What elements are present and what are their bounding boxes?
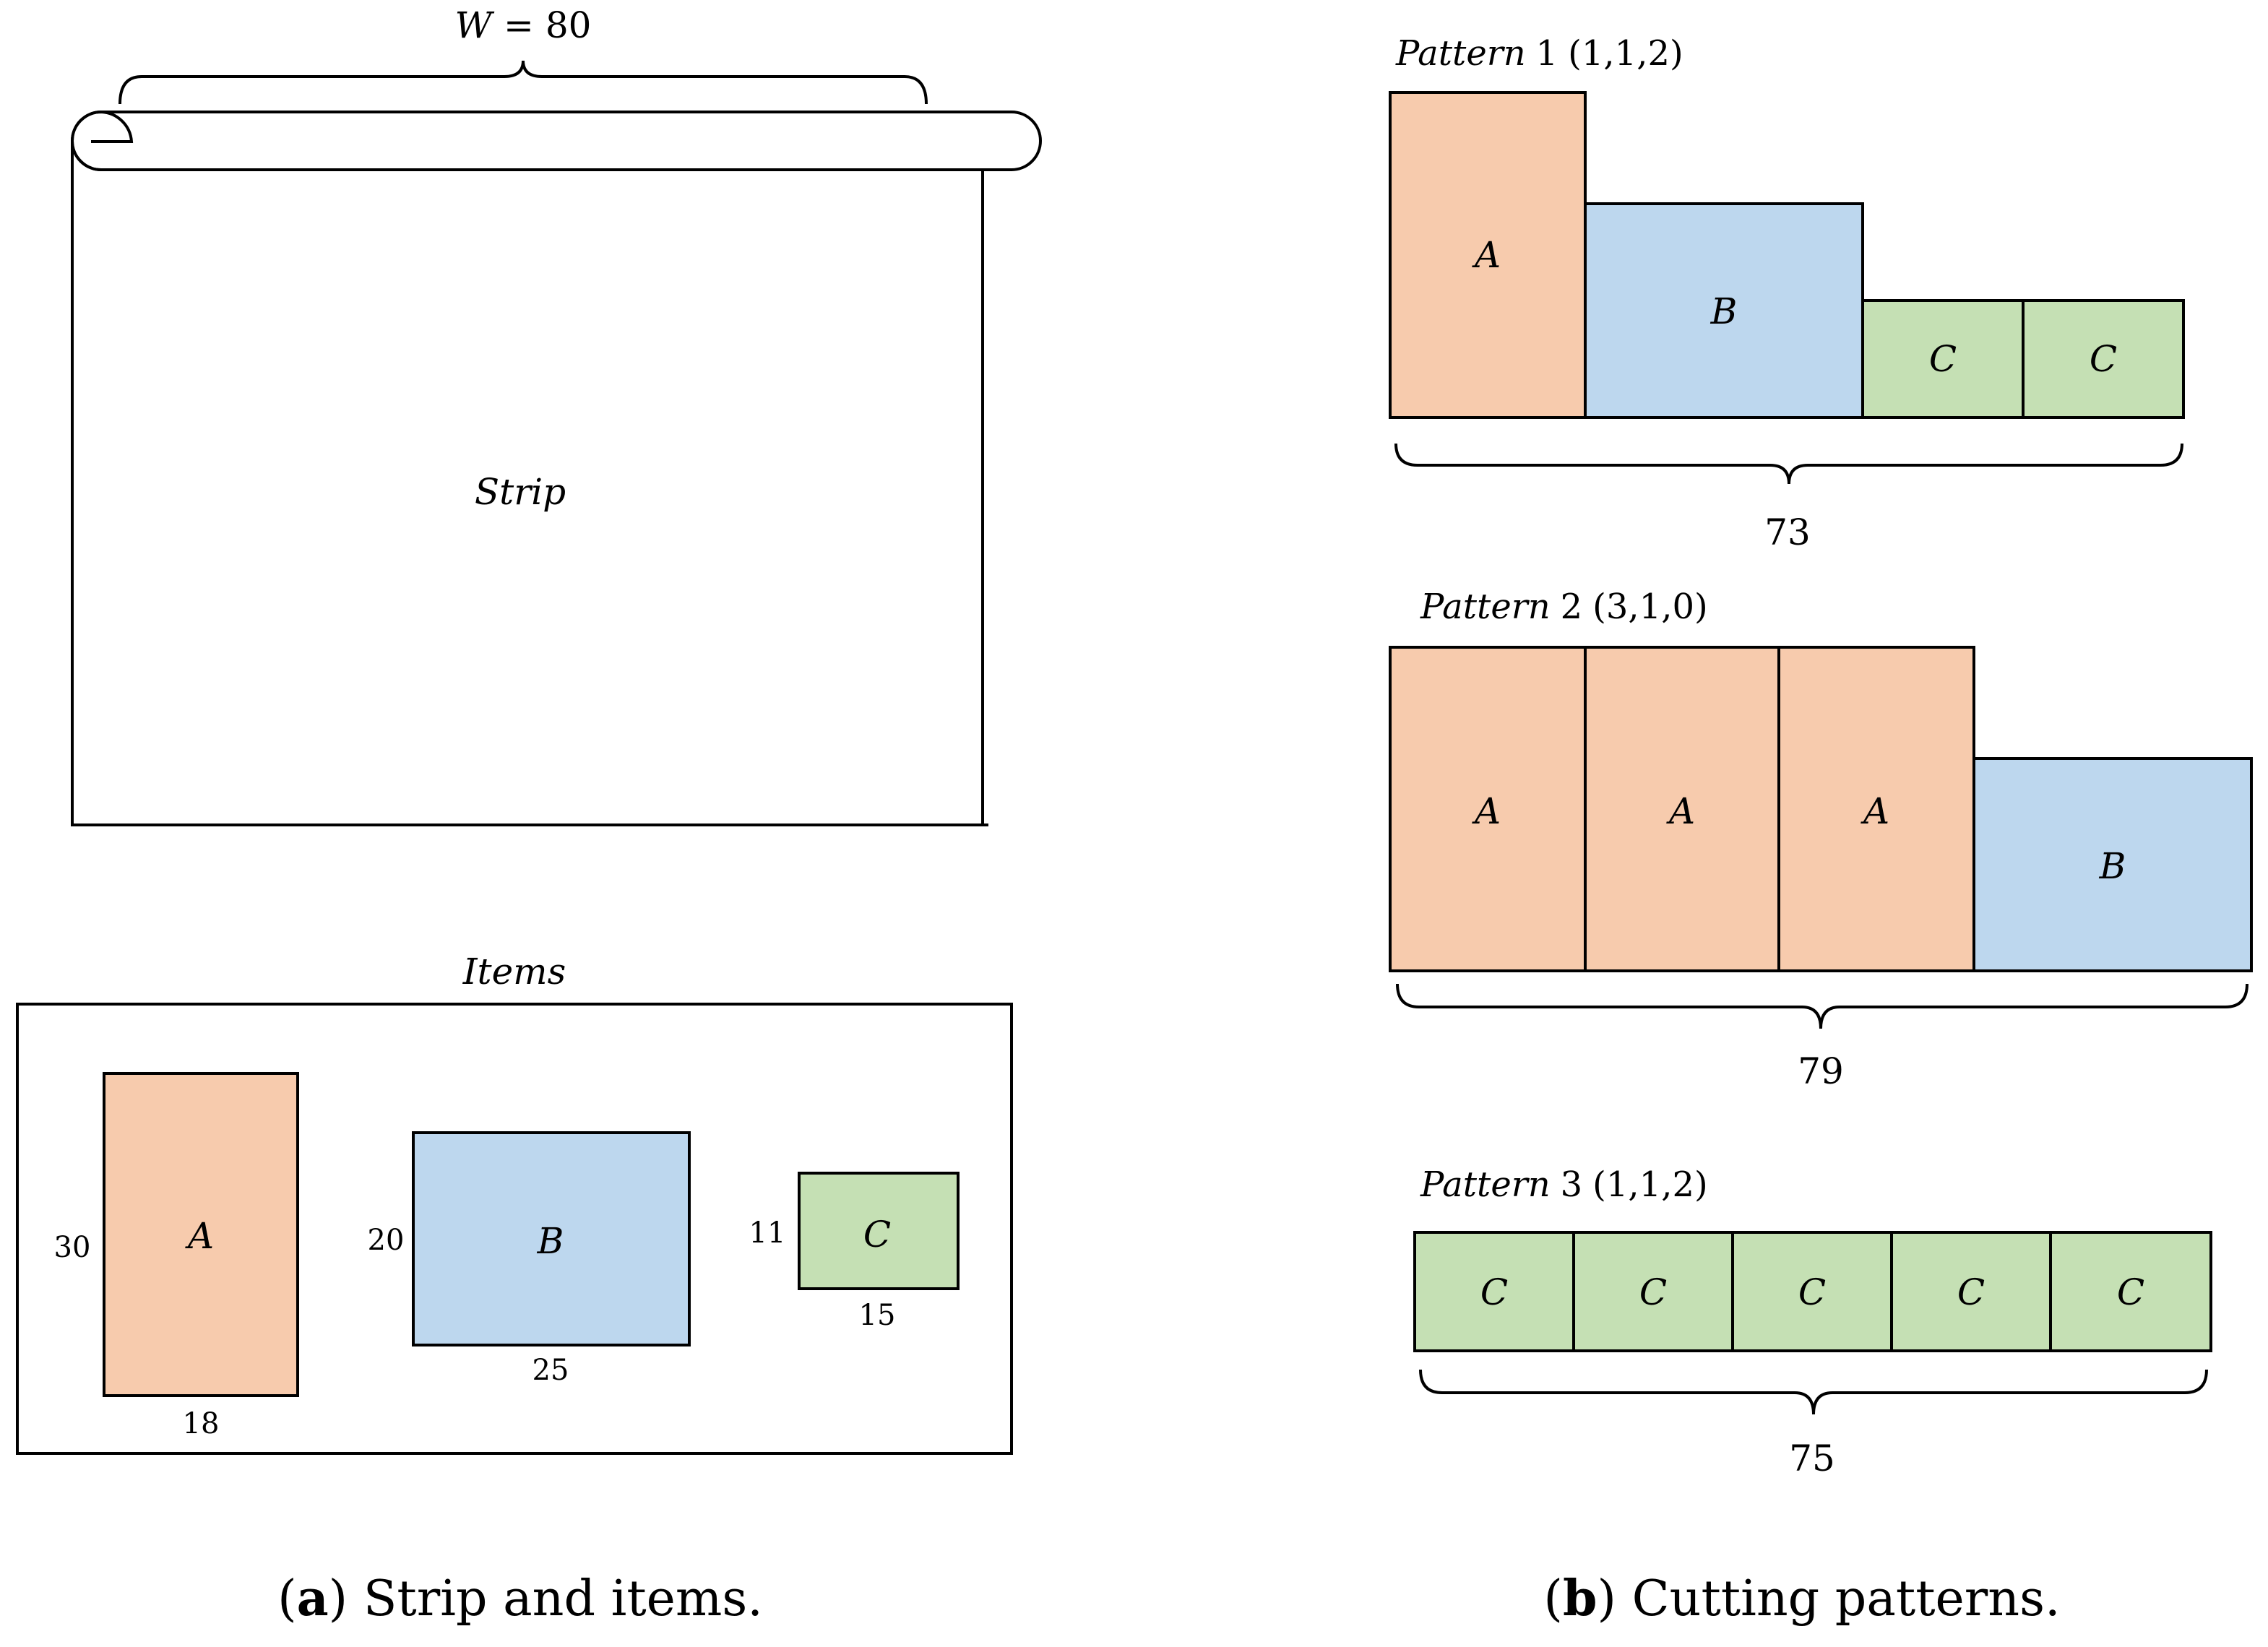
pattern-1-label-c2: C (2090, 338, 2117, 380)
pattern-1-total: 73 (1764, 511, 1811, 553)
pattern-3-brace (1419, 1369, 2208, 1415)
pattern-3-piece-c4 (1890, 1231, 2052, 1352)
strip-roll: W=80 Strip (71, 4, 1042, 826)
pattern-3-label-c1: C (1480, 1271, 1508, 1313)
pattern-2-total: 79 (1798, 1050, 1844, 1092)
pattern-1-brace (1394, 443, 2183, 485)
pattern-2-label-a1: A (1472, 790, 1501, 832)
pattern-2-brace (1396, 983, 2248, 1029)
pattern-1-label-c1: C (1929, 338, 1957, 380)
pattern-1-piece-b (1584, 202, 1864, 419)
items-panel: Items A 30 18 B 20 25 C 11 15 (16, 951, 1013, 1455)
pattern-1-label-a: A (1472, 234, 1501, 276)
item-a-name: A (185, 1215, 214, 1257)
pattern-3-label-c2: C (1639, 1271, 1667, 1313)
item-b-name: B (537, 1220, 564, 1262)
pattern-2-label-b: B (2099, 845, 2126, 887)
item-a-rect (103, 1072, 299, 1397)
item-b-rect (412, 1131, 691, 1346)
pattern-2-label-a3: A (1860, 790, 1889, 832)
pattern-3-label-c4: C (1957, 1271, 1985, 1313)
pattern-2-piece-a1 (1389, 646, 1587, 972)
strip-roll-curl (71, 110, 134, 171)
item-c-name: C (863, 1214, 891, 1255)
items-title: Items (462, 951, 566, 993)
pattern-3-piece-c5 (2049, 1231, 2212, 1352)
caption-b: (b) Cutting patterns. (1543, 1570, 2060, 1627)
item-b-width: 25 (532, 1354, 569, 1387)
pattern-1-piece-c1 (1861, 299, 2025, 419)
pattern-1-label-b: B (1710, 290, 1738, 332)
pattern-2-piece-b (1972, 757, 2253, 972)
pattern-3-label-c3: C (1798, 1271, 1826, 1313)
pattern-3-piece-c1 (1413, 1231, 1575, 1352)
strip-width-label: W=80 (455, 4, 592, 46)
pattern-3-label-c5: C (2117, 1271, 2144, 1313)
item-c-rect (798, 1172, 960, 1290)
pattern-1-piece-c2 (2022, 299, 2185, 419)
item-b-height: 20 (368, 1224, 405, 1257)
strip-roll-tube (71, 111, 1042, 171)
pattern-3-total: 75 (1789, 1438, 1835, 1479)
item-c-width: 15 (859, 1299, 896, 1332)
item-c-height: 11 (749, 1216, 786, 1250)
pattern-1-piece-a (1389, 91, 1587, 419)
strip-width-brace (118, 60, 928, 105)
pattern-3-piece-c2 (1572, 1231, 1734, 1352)
item-a-width: 18 (183, 1407, 220, 1440)
item-a-height: 30 (54, 1231, 91, 1264)
strip-label: Strip (475, 471, 566, 513)
strip-sheet (71, 141, 988, 826)
pattern-2-label-a2: A (1666, 790, 1695, 832)
pattern-2-piece-a2 (1584, 646, 1780, 972)
caption-a: (a) Strip and items. (277, 1570, 763, 1627)
items-frame (16, 1003, 1013, 1455)
